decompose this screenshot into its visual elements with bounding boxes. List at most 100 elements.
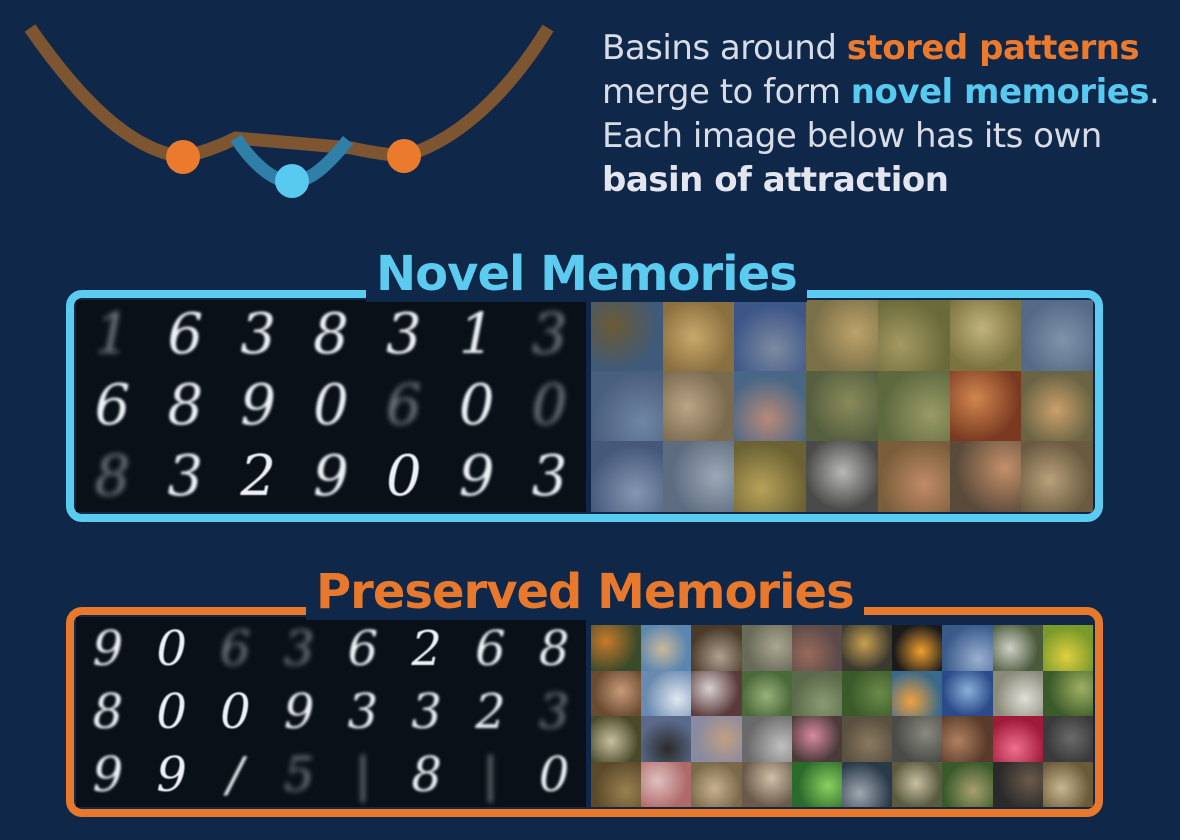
memory-image-tile bbox=[591, 370, 663, 442]
memory-image-tile bbox=[662, 441, 735, 512]
digit-image: 9 bbox=[458, 443, 495, 509]
memory-image-tile bbox=[741, 670, 792, 716]
memory-image-tile bbox=[877, 441, 950, 512]
digit-image: 0 bbox=[313, 372, 349, 438]
digit-image: 3 bbox=[386, 302, 422, 368]
memory-image-tile bbox=[806, 300, 878, 371]
preserved-memories-title: Preserved Memories bbox=[306, 564, 864, 620]
memory-image-tile bbox=[691, 670, 742, 716]
memory-image-tile bbox=[842, 625, 893, 671]
digit-image: 8 bbox=[411, 747, 442, 804]
memory-image-tile bbox=[949, 441, 1022, 512]
digit-image: 0 bbox=[531, 372, 568, 438]
memory-image-tile bbox=[992, 716, 1043, 762]
memory-image-tile bbox=[1042, 625, 1093, 671]
memory-image-tile bbox=[591, 670, 642, 716]
memory-image-tile bbox=[691, 716, 742, 762]
digit-image: 9 bbox=[92, 747, 124, 804]
caption-text-2: merge to form bbox=[602, 72, 851, 112]
digit-image: 1 bbox=[94, 302, 131, 368]
memory-image-tile bbox=[1042, 716, 1093, 762]
digit-image: 8 bbox=[313, 302, 349, 368]
digit-image: 8 bbox=[94, 443, 131, 509]
digit-image: 6 bbox=[167, 302, 204, 368]
caption-text-3: . Each image below has its own bbox=[602, 72, 1160, 156]
digit-image: 0 bbox=[220, 683, 251, 740]
preserved-image-grid bbox=[591, 625, 1093, 807]
memory-image-tile bbox=[1042, 670, 1093, 716]
memory-image-tile bbox=[734, 441, 807, 512]
digit-image: 3 bbox=[538, 683, 570, 740]
memory-image-tile bbox=[806, 370, 878, 442]
memory-image-tile bbox=[942, 716, 993, 762]
memory-image-tile bbox=[877, 370, 950, 442]
digit-image: 2 bbox=[240, 443, 276, 509]
memory-image-tile bbox=[942, 670, 993, 716]
novel-image-grid bbox=[591, 300, 1093, 512]
memory-image-tile bbox=[591, 300, 663, 371]
memory-image-tile bbox=[942, 761, 993, 807]
energy-landscape-diagram bbox=[24, 24, 554, 198]
memory-image-tile bbox=[591, 625, 642, 671]
memory-image-tile bbox=[892, 670, 943, 716]
digit-image: 3 bbox=[240, 302, 276, 368]
memory-image-tile bbox=[591, 716, 642, 762]
caption-basin-of-attraction: basin of attraction bbox=[602, 160, 949, 200]
memory-image-tile bbox=[662, 300, 735, 371]
digit-image: | bbox=[354, 747, 371, 804]
memory-image-tile bbox=[662, 370, 735, 442]
memory-image-tile bbox=[892, 625, 943, 671]
memory-image-tile bbox=[791, 670, 842, 716]
outer-basin-curve bbox=[24, 24, 554, 164]
digit-image: 6 bbox=[386, 372, 422, 438]
memory-image-tile bbox=[892, 761, 943, 807]
caption-novel-memories: novel memories bbox=[850, 72, 1150, 112]
digit-image: 8 bbox=[538, 620, 570, 677]
memory-image-tile bbox=[842, 670, 893, 716]
digit-image: 3 bbox=[411, 683, 442, 740]
digit-image: 8 bbox=[92, 683, 124, 740]
digit-image: 0 bbox=[538, 747, 570, 804]
digit-image: 6 bbox=[220, 620, 251, 677]
digit-image: 3 bbox=[283, 620, 315, 677]
caption: Basins around stored patterns merge to f… bbox=[602, 26, 1162, 202]
novel-memories-title: Novel Memories bbox=[366, 246, 807, 302]
memory-image-tile bbox=[1042, 761, 1093, 807]
stored-pattern-left-dot bbox=[166, 140, 200, 174]
memory-image-tile bbox=[641, 670, 692, 716]
memory-image-tile bbox=[1021, 441, 1093, 512]
memory-image-tile bbox=[842, 716, 893, 762]
memory-image-tile bbox=[641, 625, 692, 671]
novel-memory-dot bbox=[275, 164, 309, 198]
memory-image-tile bbox=[1021, 300, 1093, 371]
digit-image: 3 bbox=[347, 683, 379, 740]
memory-image-tile bbox=[691, 625, 742, 671]
caption-stored-patterns: stored patterns bbox=[846, 28, 1140, 68]
memory-image-tile bbox=[641, 716, 692, 762]
digit-image: 8 bbox=[167, 372, 204, 438]
digit-image: 2 bbox=[475, 683, 506, 740]
digit-image: 9 bbox=[92, 620, 124, 677]
memory-image-tile bbox=[877, 300, 950, 371]
digit-image: 0 bbox=[458, 372, 495, 438]
digit-image: | bbox=[482, 747, 499, 804]
memory-image-tile bbox=[1021, 370, 1093, 442]
digit-image: 9 bbox=[313, 443, 349, 509]
memory-image-tile bbox=[734, 370, 807, 442]
memory-image-tile bbox=[791, 625, 842, 671]
caption-text-1: Basins around bbox=[602, 28, 847, 68]
digit-image: 5 bbox=[283, 747, 315, 804]
memory-image-tile bbox=[806, 441, 878, 512]
digit-image: 0 bbox=[156, 620, 187, 677]
memory-image-tile bbox=[691, 761, 742, 807]
memory-image-tile bbox=[791, 761, 842, 807]
digit-image: 3 bbox=[531, 302, 568, 368]
digit-image: 6 bbox=[475, 620, 506, 677]
digit-image: 2 bbox=[411, 620, 442, 677]
memory-image-tile bbox=[992, 625, 1043, 671]
memory-image-tile bbox=[791, 716, 842, 762]
memory-image-tile bbox=[992, 761, 1043, 807]
memory-image-tile bbox=[949, 300, 1022, 371]
